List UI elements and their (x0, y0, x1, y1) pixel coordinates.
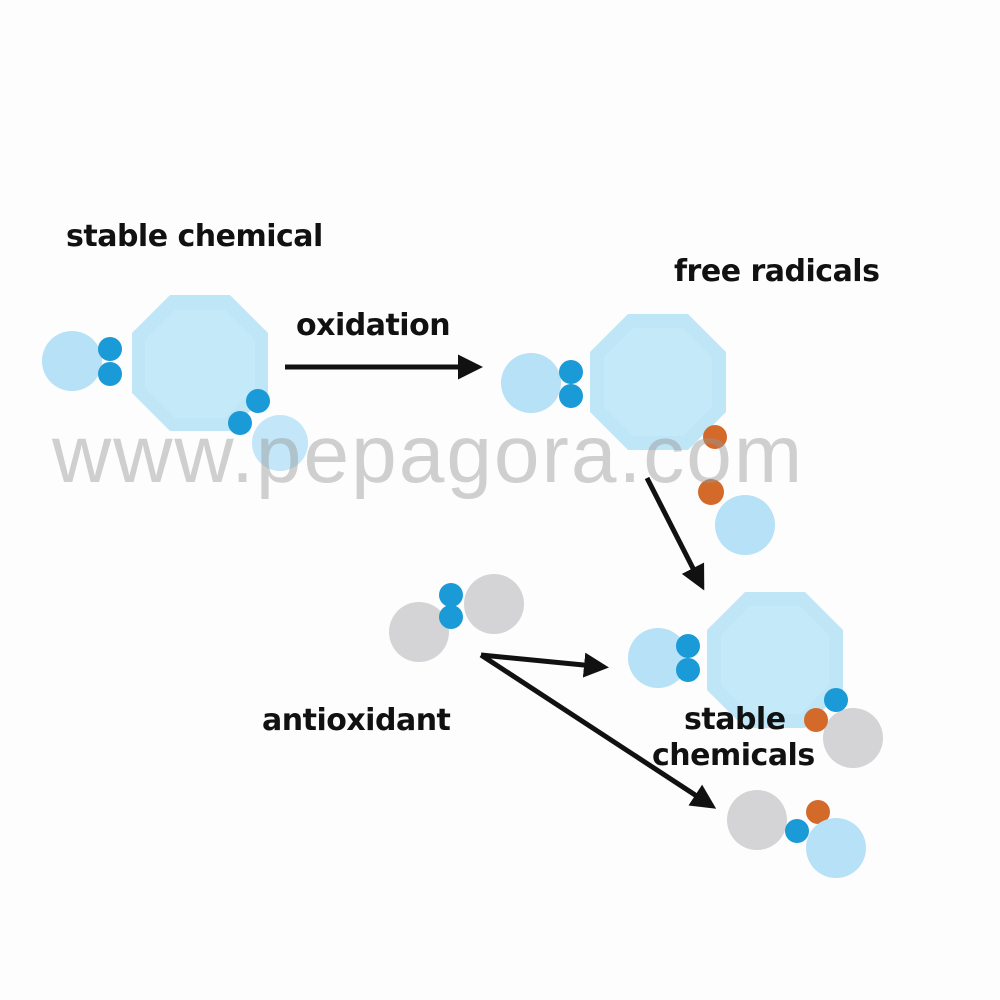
repaired-molecule (628, 592, 883, 768)
blue-electron (246, 389, 270, 413)
orange-electron (806, 800, 830, 824)
orange-electron (698, 479, 724, 505)
small-blue-atom (252, 415, 308, 471)
label-oxidation: oxidation (296, 308, 451, 343)
blue-electron (439, 583, 463, 607)
blue-electron (824, 688, 848, 712)
small-blue-atom (42, 331, 102, 391)
blue-electron (439, 605, 463, 629)
small-blue-atom (715, 495, 775, 555)
gray-atom (389, 602, 449, 662)
watermark: www.pepagora.com (52, 409, 805, 500)
label-stable-chemicals-line2: chemicals (652, 738, 815, 773)
label-free-radicals: free radicals (674, 254, 880, 289)
gray-atom (464, 574, 524, 634)
blue-electron (559, 384, 583, 408)
label-antioxidant: antioxidant (262, 703, 451, 738)
blue-electron (676, 658, 700, 682)
small-blue-atom (501, 353, 561, 413)
antioxidant-molecule (389, 574, 524, 662)
free-radicals-molecule (501, 314, 775, 555)
label-stable-chemicals-line1: stable (684, 702, 786, 737)
gray-atom (727, 790, 787, 850)
label-stable-chemical: stable chemical (66, 219, 323, 254)
orange-electron (703, 425, 727, 449)
octagon-inner-facet (145, 310, 255, 418)
blue-electron (785, 819, 809, 843)
blue-electron (98, 362, 122, 386)
blue-electron (228, 411, 252, 435)
gray-atom (823, 708, 883, 768)
free-radicals-arrow (644, 476, 705, 591)
blue-electron (98, 337, 122, 361)
antioxidant-arrow-upper (480, 652, 609, 678)
blue-electron (676, 634, 700, 658)
stable-chemical-molecule (42, 295, 308, 471)
neutralized-radical-molecule (727, 790, 866, 878)
octagon-inner-facet (721, 606, 829, 714)
small-blue-atom (806, 818, 866, 878)
octagon-inner-facet (604, 328, 712, 436)
antioxidant-arrow-lower (479, 652, 717, 809)
small-blue-atom (628, 628, 688, 688)
blue-electron (559, 360, 583, 384)
orange-electron (804, 708, 828, 732)
